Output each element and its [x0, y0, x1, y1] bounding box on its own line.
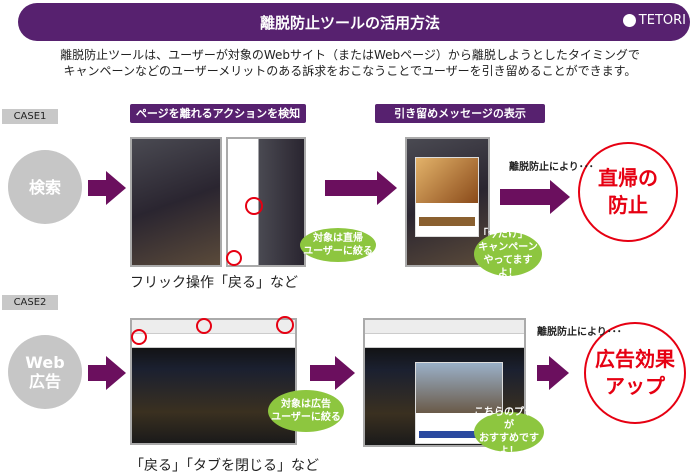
- case2-caption: 「戻る」「タブを閉じる」など: [130, 458, 319, 474]
- step-detect-label: ページを離れるアクションを検知: [130, 104, 306, 123]
- case2-label: CASE2: [2, 295, 58, 310]
- result-note: 離脱防止により･･･: [537, 327, 622, 338]
- campaign-popup: [415, 157, 479, 237]
- arrow-icon: [88, 356, 126, 390]
- back-button-highlight: [131, 329, 147, 345]
- tetori-logo: TETORI: [622, 13, 686, 28]
- popup-screenshot: [405, 137, 490, 267]
- step-display-label: 引き留めメッセージの表示: [375, 104, 545, 123]
- logo-text: TETORI: [638, 13, 686, 28]
- close-tab-highlight: [196, 318, 212, 334]
- result-circle: 広告効果アップ: [584, 322, 686, 424]
- logo-icon: [622, 14, 636, 27]
- arrow-icon: [537, 356, 569, 390]
- arrow-icon: [500, 180, 570, 214]
- mobile-site-screenshot: [130, 137, 222, 267]
- case1-caption: フリック操作「戻る」など: [130, 275, 298, 291]
- header-bar: [18, 3, 690, 41]
- description-line-2: キャンペーンなどのユーザーメリットのある訴求をおこなうことでユーザーを引き留める…: [63, 64, 637, 78]
- speech-bubble: 対象は直帰ユーザーに絞る: [300, 228, 376, 262]
- source-search-circle: 検索: [8, 150, 82, 224]
- speech-bubble: 対象は広告ユーザーに絞る: [268, 390, 344, 432]
- arrow-icon: [310, 356, 355, 390]
- result-note: 離脱防止により･･･: [509, 162, 594, 173]
- arrow-icon: [325, 171, 397, 205]
- page-title: 離脱防止ツールの活用方法: [259, 14, 440, 32]
- highlight-ring: [245, 197, 263, 215]
- speech-bubble: こちらのプランがおすすめですよ！: [474, 407, 544, 457]
- case1-label: CASE1: [2, 109, 58, 124]
- mobile-search-screenshot: [226, 137, 306, 267]
- browser-screenshot: [130, 318, 297, 445]
- description-line-1: 離脱防止ツールは、ユーザーが対象のWebサイト（またはWebページ）から離脱しよ…: [60, 48, 640, 62]
- arrow-icon: [88, 171, 126, 205]
- result-circle: 直帰の防止: [578, 142, 678, 242]
- back-button-highlight: [226, 250, 242, 266]
- close-window-highlight: [276, 316, 294, 334]
- speech-bubble: 「今だけ」のキャンペーンやってますよ！: [474, 229, 542, 279]
